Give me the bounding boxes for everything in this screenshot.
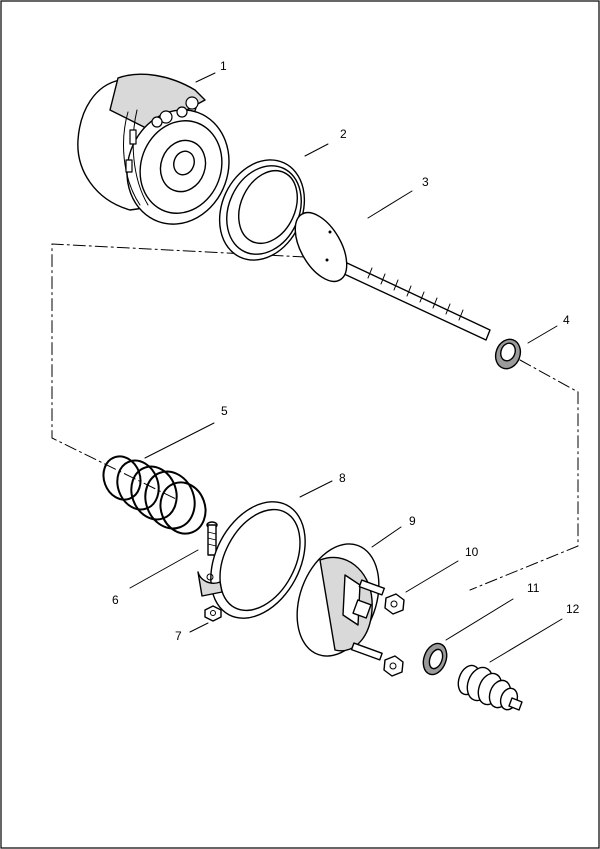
assembly-path-line-right (469, 359, 579, 591)
part-4-nut (494, 338, 522, 370)
part-8-clamp-ring (197, 501, 306, 619)
part-3-pushrod (294, 211, 491, 341)
part-10-nut-upper (384, 593, 405, 615)
callout-6: 6 (112, 593, 119, 607)
part-12-boot (457, 664, 523, 711)
part-10-nut-lower (383, 655, 404, 677)
callout-10: 10 (465, 545, 479, 559)
callout-7: 7 (175, 629, 182, 643)
part-6-bolt (206, 521, 218, 556)
callout-9: 9 (409, 514, 416, 528)
part-7-nut (204, 605, 222, 622)
callout-11: 11 (527, 581, 540, 595)
callout-1: 1 (220, 59, 227, 73)
callout-8: 8 (339, 471, 346, 485)
callout-2: 2 (340, 127, 347, 141)
part-9-stud-lower (350, 642, 383, 661)
callout-labels: 1 2 3 4 5 6 7 8 9 10 11 12 (112, 59, 580, 643)
part-1-housing (77, 73, 230, 225)
part-5-spring (102, 455, 207, 535)
callout-4: 4 (563, 313, 570, 327)
callout-3: 3 (422, 175, 429, 189)
part-9-flange-housing (296, 543, 386, 661)
callout-5: 5 (221, 404, 228, 418)
assembly-path-line (51, 243, 306, 501)
callout-12: 12 (566, 602, 580, 616)
leader-lines (129, 72, 563, 663)
part-2-diaphragm (218, 159, 306, 261)
part-11-locknut (422, 642, 448, 676)
part-9-stud-upper (358, 579, 386, 596)
